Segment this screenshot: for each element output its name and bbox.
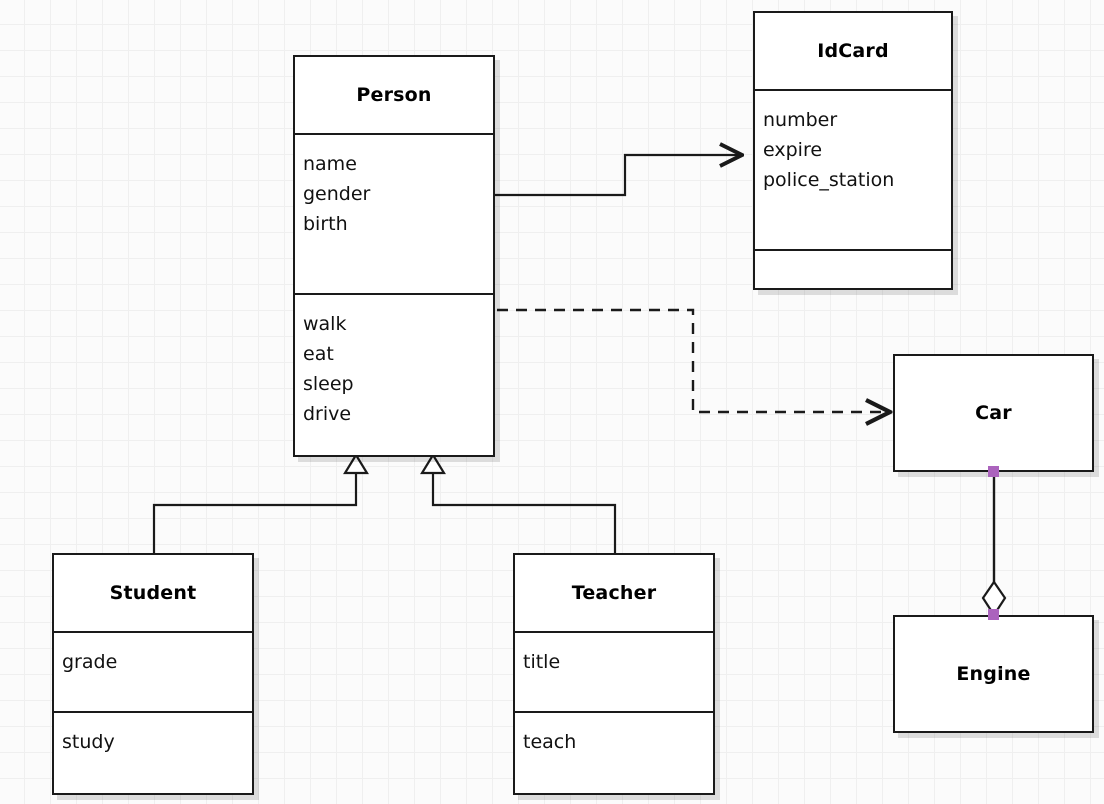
connector-handle-car[interactable] [988,466,999,477]
edge-teacher-person [420,452,617,553]
class-title-teacher: Teacher [515,555,713,631]
attribute-row: grade [62,651,118,673]
class-name-label: Teacher [571,582,657,604]
class-name-label: Car [975,402,1012,424]
operation-row: teach [523,731,577,753]
connector-handle-engine[interactable] [988,609,999,620]
class-attributes-student: grade [54,631,252,711]
class-operations-person: walk eat sleep drive [295,293,493,455]
generalization-triangle-teacher [420,452,446,475]
class-name-label: Engine [956,663,1031,685]
class-title-student: Student [54,555,252,631]
class-attributes-idcard: number expire police_station [755,89,951,249]
class-attributes-person: name gender birth [295,133,493,293]
class-operations-student: study [54,711,252,793]
attribute-row: title [523,651,561,673]
attribute-row: police_station [763,169,895,192]
class-attributes-teacher: title [515,631,713,711]
class-name-label: IdCard [817,40,889,62]
class-operations-idcard [755,249,951,288]
attribute-row: birth [303,213,348,236]
class-title-car: Car [895,356,1092,470]
operation-row: walk [303,313,347,335]
class-box-idcard[interactable]: IdCard number expire police_station [753,11,953,290]
class-title-engine: Engine [895,617,1092,731]
operation-row: drive [303,403,352,426]
class-box-teacher[interactable]: Teacher title teach [513,553,715,795]
edge-student-person [152,452,369,553]
class-name-label: Person [356,84,432,106]
class-title-person: Person [295,57,493,133]
class-operations-teacher: teach [515,711,713,793]
edge-car-engine [981,472,1007,618]
edge-person-car [497,308,890,412]
operation-row: study [62,731,115,753]
attribute-row: gender [303,183,371,206]
attribute-row: number [763,109,838,131]
class-title-idcard: IdCard [755,13,951,89]
edge-person-idcard [495,155,742,197]
operation-row: sleep [303,373,354,396]
operation-row: eat [303,343,334,366]
attribute-row: expire [763,139,823,162]
class-box-engine[interactable]: Engine [893,615,1094,733]
class-name-label: Student [109,582,197,604]
generalization-triangle-student [343,452,369,475]
attribute-row: name [303,153,357,175]
class-box-student[interactable]: Student grade study [52,553,254,795]
class-box-car[interactable]: Car [893,354,1094,472]
class-box-person[interactable]: Person name gender birth walk eat sleep … [293,55,495,457]
